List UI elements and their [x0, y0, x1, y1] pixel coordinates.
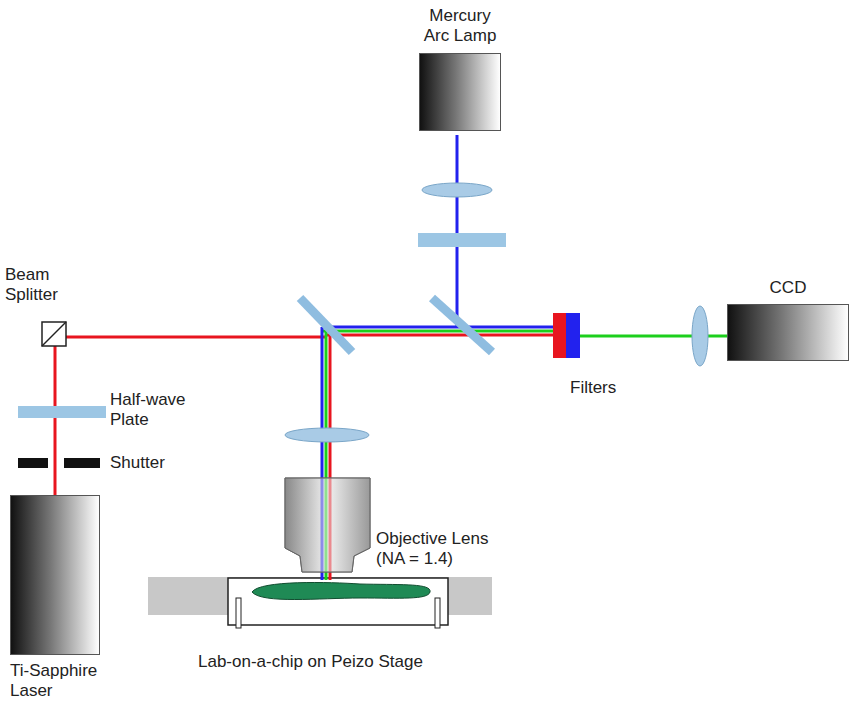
excitation-beam [322, 326, 555, 329]
filter [566, 313, 580, 358]
lamp-beam [456, 135, 459, 327]
lens [692, 306, 708, 366]
dichroic-mirror [432, 298, 492, 352]
objective-lens [285, 478, 370, 572]
laser-box: Ti-Sapphire Laser [10, 495, 140, 702]
half-wave-plate [18, 406, 106, 418]
shutter-label: Shutter [110, 453, 165, 473]
lens [285, 428, 369, 442]
half-wave-plate-label: Half-wave Plate [110, 390, 200, 431]
laser-beam [325, 334, 555, 337]
chip [228, 578, 448, 625]
chip-stage-label: Lab-on-a-chip on Peizo Stage [198, 652, 423, 672]
sample [252, 582, 430, 599]
component-label: Ti-Sapphire Laser [10, 661, 122, 702]
filter [418, 233, 506, 247]
beam-splitter-label: Beam Splitter [5, 265, 77, 306]
ccd-box: CCD [727, 278, 849, 361]
beam-splitter-cube [42, 322, 66, 346]
component-label: Mercury Arc Lamp [418, 6, 502, 47]
lamp-box: Mercury Arc Lamp [405, 6, 515, 131]
component-label: CCD [727, 278, 849, 298]
laser-beam [55, 336, 325, 339]
objective-lens [285, 478, 370, 572]
lens [422, 183, 492, 197]
ccd-box-body [727, 304, 849, 361]
emission-beam [322, 330, 555, 333]
beam-splitter-cube [42, 322, 66, 346]
shutter [18, 458, 48, 468]
objective-lens-label: Objective Lens (NA = 1.4) [376, 529, 494, 570]
shutter [64, 458, 100, 468]
laser-box-body [10, 495, 100, 655]
dichroic-mirror [300, 298, 352, 352]
filters-label: Filters [570, 378, 616, 398]
filter [553, 313, 566, 358]
lamp-box-body [419, 53, 501, 131]
chip-post [435, 598, 440, 628]
chip-post [236, 598, 241, 628]
